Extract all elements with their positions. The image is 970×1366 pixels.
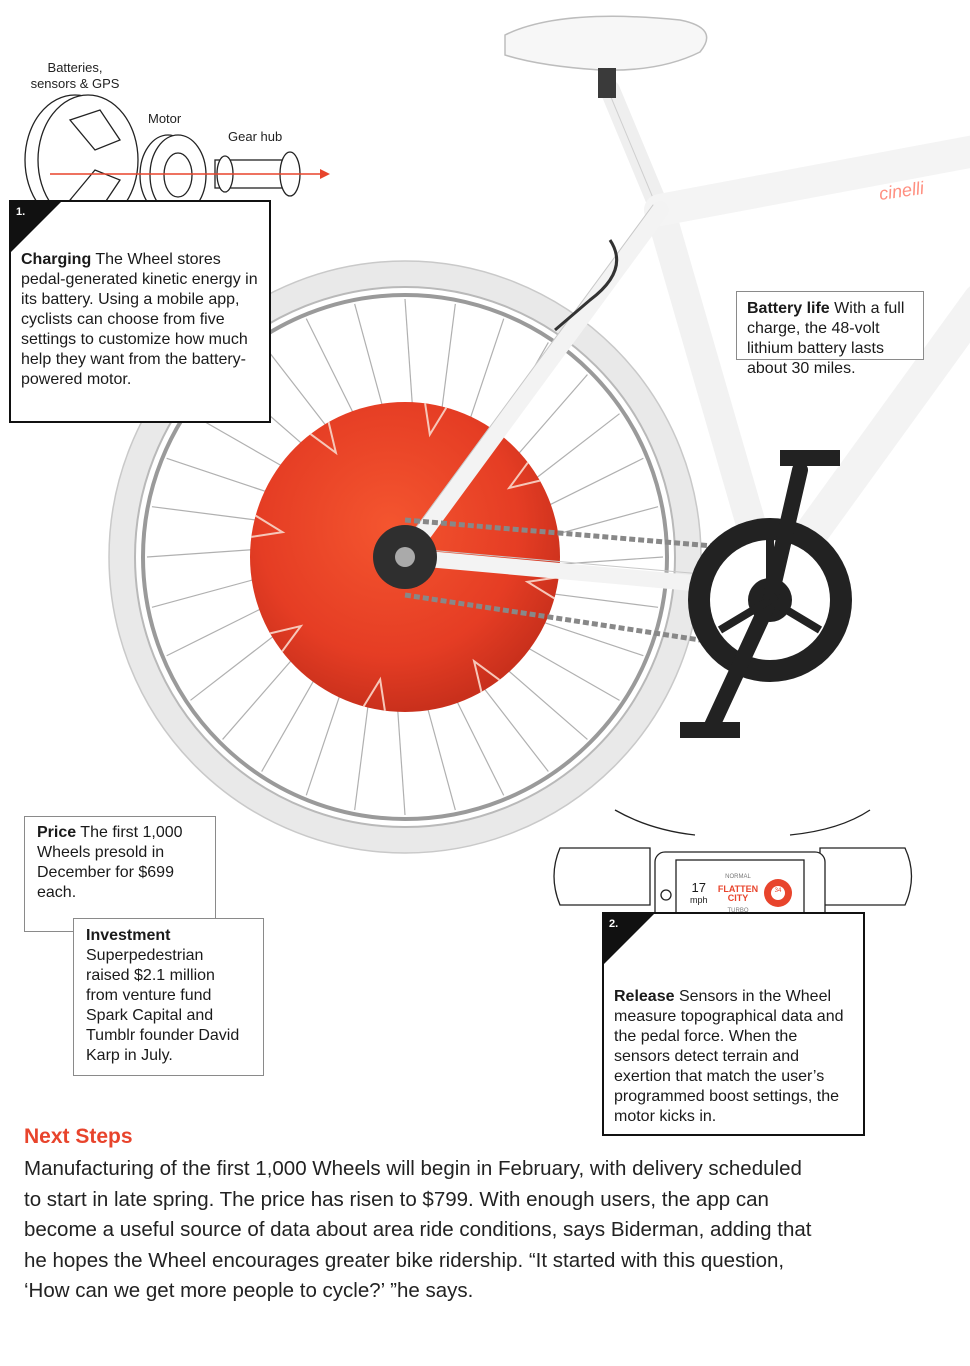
investment-title: Investment: [86, 927, 171, 944]
spoke: [540, 620, 644, 657]
rear-wheel: [108, 260, 702, 854]
spoke: [505, 667, 588, 740]
bike-frame: [396, 80, 970, 607]
charging-text: The Wheel stores pedal-generated kinetic…: [21, 251, 258, 388]
spoke: [146, 548, 256, 558]
spoke: [546, 457, 644, 508]
label-motor: Motor: [148, 111, 182, 126]
spoke: [305, 318, 356, 416]
next-steps-title: Next Steps: [24, 1125, 133, 1148]
disk-notch: [506, 461, 541, 490]
spoke: [468, 318, 505, 422]
spoke: [166, 606, 264, 657]
bike-seat: [504, 15, 708, 98]
disk-notch: [524, 576, 559, 600]
spoke: [426, 705, 456, 811]
spoke: [222, 657, 295, 740]
price-text: The first 1,000 Wheels presold in Decemb…: [37, 824, 183, 901]
brake-cable: [554, 239, 619, 332]
disk-notch: [269, 624, 304, 653]
next-steps-body: Manufacturing of the first 1,000 Wheels …: [24, 1157, 812, 1302]
price-callout: Price The first 1,000 Wheels presold in …: [24, 816, 216, 932]
label-gear-hub: Gear hub: [228, 129, 283, 144]
battery-life-text: With a full charge, the 48-volt lithium …: [747, 300, 905, 377]
chainring: [680, 450, 852, 738]
spoke: [261, 342, 329, 429]
spoke: [261, 677, 317, 772]
spoke: [440, 303, 456, 412]
spoke: [305, 692, 342, 796]
spoke: [525, 645, 620, 701]
spoke: [404, 298, 414, 408]
charging-callout: 1. Charging The Wheel stores pedal-gener…: [9, 200, 271, 423]
callout-number-2: 2.: [604, 914, 654, 964]
phone-mode-main: FLATTEN CITY: [717, 884, 759, 903]
battery-life-callout: Battery life With a full charge, the 48-…: [736, 291, 924, 377]
disk-notch: [472, 658, 501, 693]
charging-title: Charging: [21, 251, 92, 268]
disk-notch: [424, 403, 448, 438]
release-callout: 2. Release Sensors in the Wheel measure …: [602, 912, 865, 1136]
phone-speed-value: 17: [691, 880, 706, 895]
spoke: [354, 303, 384, 409]
rear-hub: [373, 525, 437, 589]
spoke: [166, 457, 270, 494]
callout-number-1: 1.: [11, 202, 61, 252]
disk-notch: [309, 421, 338, 456]
spoke: [354, 702, 370, 811]
release-title: Release: [614, 988, 675, 1005]
spoke: [396, 706, 406, 816]
price-title: Price: [37, 824, 77, 841]
spoke: [454, 698, 505, 796]
investment-text: Superpedestrian raised $2.1 million from…: [86, 947, 240, 1064]
spoke: [550, 592, 659, 608]
phone-gauge: 34: [774, 888, 782, 894]
spoke: [553, 506, 659, 536]
phone-mode-bottom: TURBO: [727, 908, 749, 914]
battery-life-title: Battery life: [747, 300, 830, 317]
spoke: [151, 506, 260, 522]
spoke: [515, 374, 588, 457]
disk-notch: [251, 514, 286, 538]
disk-notch: [362, 676, 386, 711]
phone-mode-top: NORMAL: [725, 874, 751, 880]
spoke: [554, 556, 664, 566]
spoke: [151, 578, 257, 608]
spoke: [190, 633, 277, 701]
label-batteries: Batteries, sensors & GPS: [30, 60, 120, 91]
phone-speed: 17 mph: [690, 880, 708, 906]
spoke: [533, 413, 620, 481]
spoke: [481, 685, 549, 772]
release-text: Sensors in the Wheel measure topographic…: [614, 988, 844, 1125]
phone-speed-unit: mph: [690, 895, 708, 905]
exploded-hub-diagram: [24, 94, 330, 226]
chain: [404, 517, 761, 643]
